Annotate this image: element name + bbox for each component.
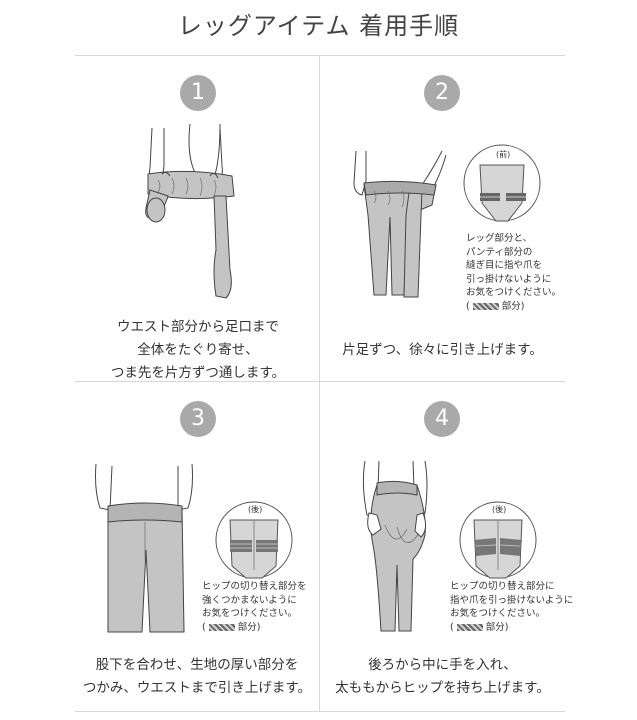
- step-2-legend-text: 部分): [501, 300, 525, 312]
- step-4-caption-line-2: 太ももからヒップを持ち上げます。: [335, 680, 550, 696]
- step-1-caption-line-1: ウエスト部分から足口まで: [117, 319, 279, 335]
- step-1-caption-line-3: つま先を片方ずつ通します。: [110, 365, 286, 381]
- hatch-swatch-icon: [472, 302, 499, 310]
- middle-divider: [75, 381, 565, 382]
- step-4-legend-text: 部分): [485, 621, 509, 633]
- page-title: レッグアイテム 着用手順: [177, 12, 460, 40]
- step-4-inset-diagram: [459, 501, 537, 579]
- step-4-number-badge: 4: [424, 401, 460, 437]
- step-4-illustration: [362, 460, 428, 632]
- step-3-legend-open: (: [202, 621, 206, 633]
- step-2-note-line-3: 縫ぎ目に指や爪を: [466, 260, 543, 271]
- step-3-note-line-2: 強くつかまないように: [202, 594, 297, 606]
- step-3-legend: ( 部分): [202, 621, 307, 635]
- step-4-legend-open: (: [450, 621, 454, 633]
- step-3-legend-text: 部分): [237, 621, 261, 633]
- step-4-note-line-3: お気をつけください。: [450, 608, 546, 619]
- step-2-note-line-1: レッグ部分と、: [466, 233, 533, 244]
- step-4-inset-label: (後): [492, 505, 507, 514]
- step-3-note-line-1: ヒップの切り替え部分を: [202, 581, 307, 592]
- step-3-note-line-3: お気をつけください。: [202, 608, 298, 619]
- lower-column-divider: [319, 382, 320, 711]
- step-3-caption-line-1: 股下を合わせ、生地の厚い部分を: [95, 657, 299, 673]
- step-2-illustration: [353, 150, 447, 298]
- step-2-legend-open: (: [466, 300, 470, 312]
- step-1-illustration: [145, 123, 235, 299]
- step-2-caption: 片足ずつ、徐々に引き上げます。: [320, 339, 565, 362]
- bottom-divider: [75, 711, 565, 712]
- top-divider: [75, 55, 565, 56]
- step-2-note-line-5: お気をつけください。: [466, 287, 562, 298]
- step-4-note-line-1: ヒップの切り替え部分に: [450, 581, 555, 592]
- upper-column-divider: [319, 56, 320, 381]
- step-4-note-line-2: 指や爪を引っ掛けないように: [450, 594, 574, 606]
- step-2-inset-diagram: [463, 144, 541, 222]
- step-1-caption-line-2: 全体をたぐり寄せ、: [137, 342, 259, 358]
- step-3-warning-note: ヒップの切り替え部分を 強くつかまないように お気をつけください。 ( 部分): [202, 580, 307, 634]
- step-3-illustration: [95, 463, 193, 633]
- step-1-caption: ウエスト部分から足口まで 全体をたぐり寄せ、 つま先を片方ずつ通します。: [77, 316, 319, 385]
- step-2-warning-note: レッグ部分と、 パンティ部分の 縫ぎ目に指や爪を 引っ掛けないように お気をつけ…: [466, 232, 561, 313]
- step-4-legend: ( 部分): [450, 621, 573, 635]
- step-2-legend: ( 部分): [466, 300, 561, 314]
- step-2-number-badge: 2: [424, 75, 460, 111]
- step-3-number-badge: 3: [180, 401, 216, 437]
- step-3-caption: 股下を合わせ、生地の厚い部分を つかみ、ウエストまで引き上げます。: [75, 654, 319, 700]
- step-3-caption-line-2: つかみ、ウエストまで引き上げます。: [82, 680, 312, 696]
- hatch-swatch-icon: [456, 623, 483, 631]
- step-4-caption: 後ろから中に手を入れ、 太ももからヒップを持ち上げます。: [320, 654, 565, 700]
- step-3-inset-label: (後): [248, 505, 263, 514]
- step-2-inset-label: (前): [496, 150, 511, 159]
- step-3-inset-diagram: [215, 501, 293, 579]
- step-4-caption-line-1: 後ろから中に手を入れ、: [368, 657, 517, 673]
- step-2-note-line-4: 引っ掛けないように: [466, 273, 552, 285]
- step-2-note-line-2: パンティ部分の: [466, 246, 533, 258]
- step-4-warning-note: ヒップの切り替え部分に 指や爪を引っ掛けないように お気をつけください。 ( 部分…: [450, 580, 573, 634]
- step-1-number-badge: 1: [180, 75, 216, 111]
- step-2-caption-line-1: 片足ずつ、徐々に引き上げます。: [342, 342, 543, 358]
- hatch-swatch-icon: [208, 623, 235, 631]
